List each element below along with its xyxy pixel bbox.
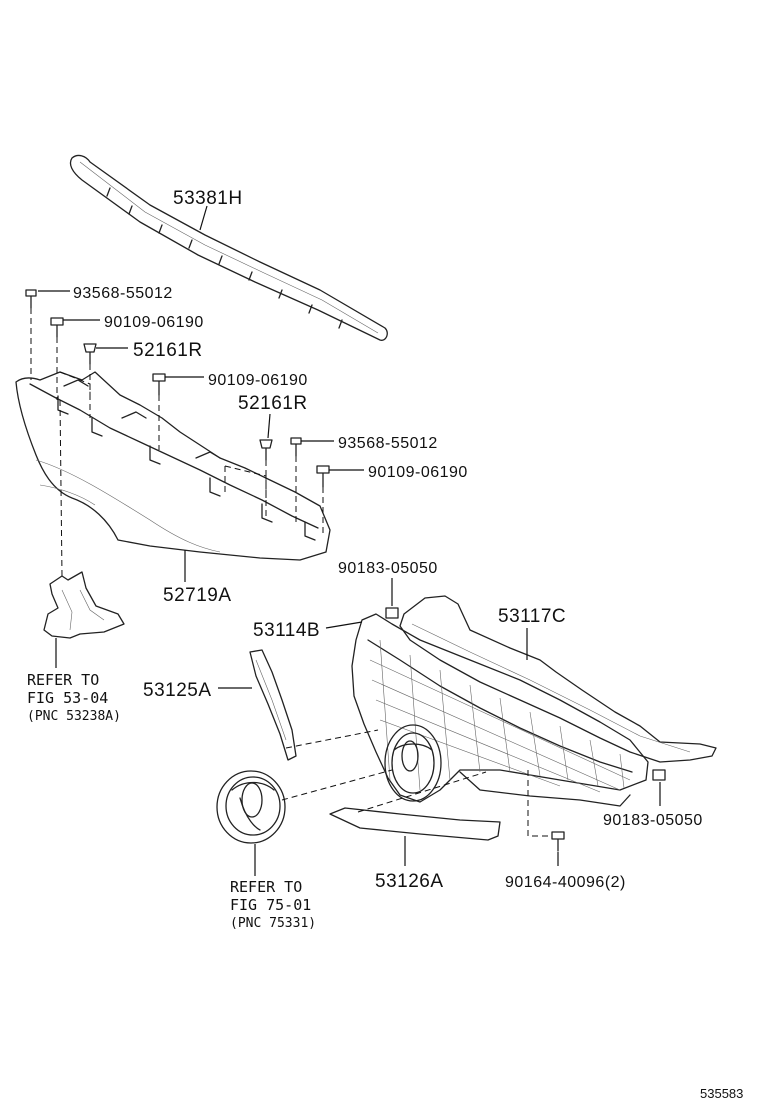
note-ref2-line1: REFER TO: [230, 878, 302, 896]
label-53117c: 53117C: [498, 606, 566, 627]
label-93568-55012-b: 93568-55012: [338, 435, 438, 452]
label-90109-06190-c: 90109-06190: [368, 464, 468, 481]
emblem-75331: [216, 770, 286, 844]
label-90183-05050-a: 90183-05050: [338, 560, 438, 577]
label-90164-40096: 90164-40096(2): [505, 874, 626, 891]
part-labels: 53381H 93568-55012 90109-06190 52161R 90…: [73, 188, 703, 892]
note-ref2-line3: (PNC 75331): [230, 916, 316, 931]
grille-retainer-53117c: [399, 595, 717, 763]
label-53126a: 53126A: [375, 871, 444, 892]
label-52161r-b: 52161R: [238, 393, 308, 414]
molding-53125a: [249, 649, 297, 761]
reference-notes: REFER TO FIG 53-04 (PNC 53238A) REFER TO…: [27, 671, 316, 931]
label-52719a: 52719A: [163, 585, 232, 606]
label-90183-05050-b: 90183-05050: [603, 812, 703, 829]
note-ref1-line2: FIG 53-04: [27, 689, 108, 707]
emblem-on-grille: [384, 724, 442, 802]
label-93568-55012-top: 93568-55012: [73, 285, 173, 302]
assembly-lines: [30, 308, 552, 837]
note-ref2-line2: FIG 75-01: [230, 896, 311, 914]
note-ref1-line1: REFER TO: [27, 671, 99, 689]
label-52161r-a: 52161R: [133, 340, 203, 361]
label-53125a: 53125A: [143, 680, 212, 701]
radiator-grille-53114b: [351, 613, 649, 807]
label-53114b: 53114B: [253, 620, 320, 641]
fastener-icons: [25, 289, 666, 852]
figure-number: 535583: [700, 1086, 743, 1101]
note-ref1-line3: (PNC 53238A): [27, 709, 121, 724]
label-90109-06190-b: 90109-06190: [208, 372, 308, 389]
support-52719a: [15, 371, 331, 561]
label-53381h: 53381H: [173, 188, 243, 209]
molding-53126a: [329, 807, 501, 841]
label-90109-06190-a: 90109-06190: [104, 314, 204, 331]
bracket-53238a: [43, 571, 125, 639]
leader-lines: [38, 205, 661, 876]
molding-strip-53381h: [69, 154, 388, 341]
